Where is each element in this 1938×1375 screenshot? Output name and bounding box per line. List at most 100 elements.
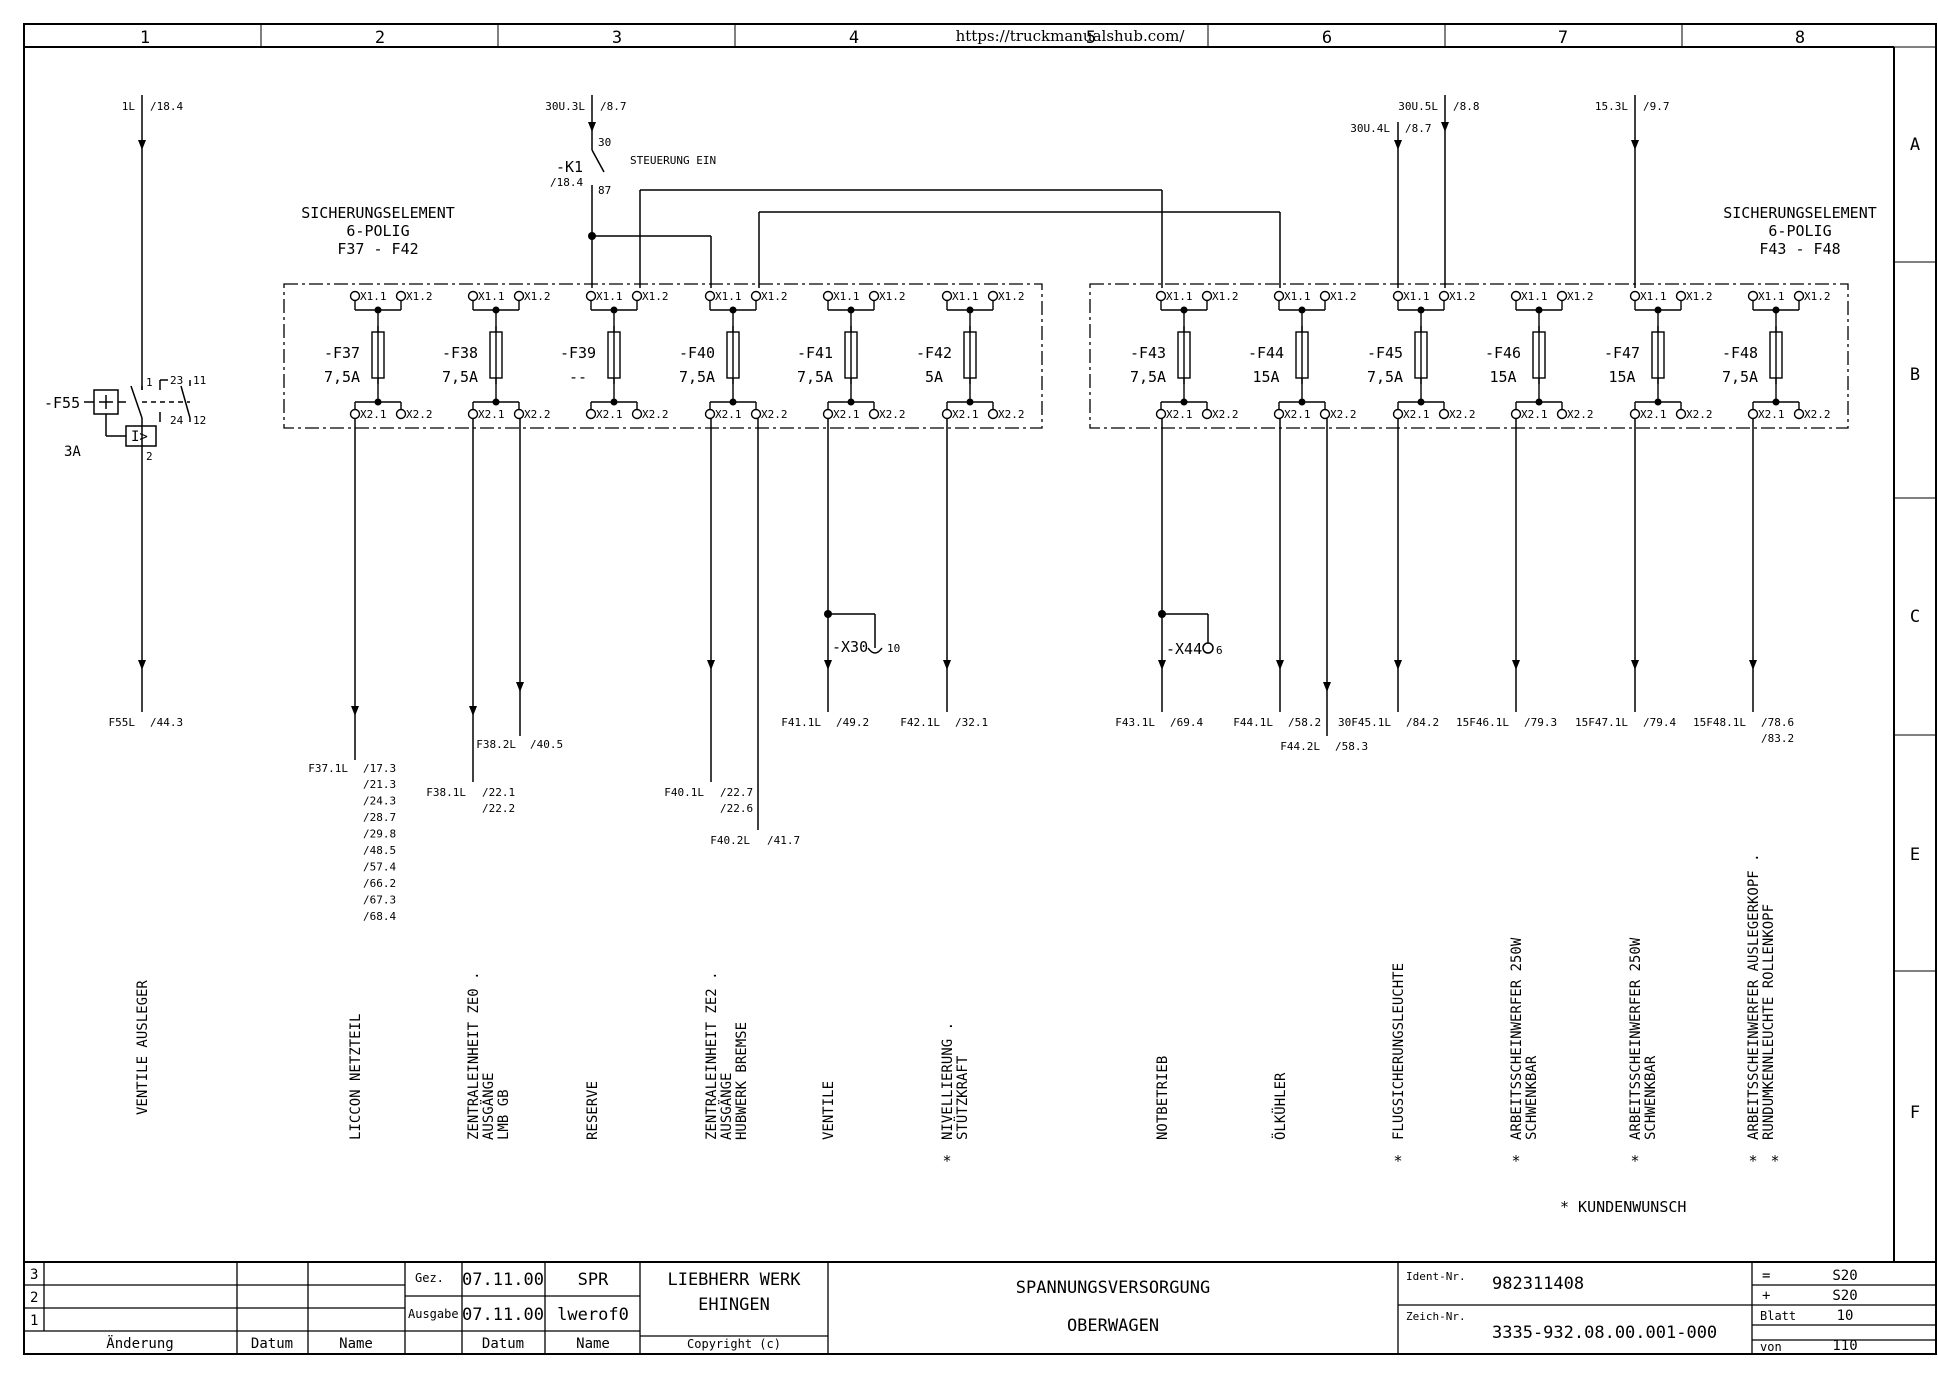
terminal-label: X1.2 — [1330, 290, 1357, 303]
output-ref: /41.7 — [767, 834, 800, 847]
function-label: ZENTRALEINHEIT ZE2 . — [704, 971, 720, 1140]
terminal-circle — [1273, 290, 1285, 302]
output-ref: /44.3 — [150, 716, 183, 729]
f37-reference-list: /21.3/24.3/28.7/29.8/48.5/57.4/66.2/67.3… — [363, 778, 396, 923]
terminal-circle — [1273, 408, 1285, 420]
col-label: 6 — [1322, 28, 1332, 48]
breaker-pin: 24 — [170, 414, 184, 427]
terminal-label: X2.1 — [596, 408, 623, 421]
output-ref: /78.6 — [1761, 716, 1794, 729]
block-caption: 6-POLIG — [1768, 222, 1831, 240]
drawing-title-1: SPANNUNGSVERSORGUNG — [1016, 1278, 1210, 1298]
output-label: 15F47.1L — [1575, 716, 1628, 729]
terminal-circle — [1747, 290, 1759, 302]
terminal-circle — [1392, 290, 1404, 302]
breaker-pin: 2 — [146, 450, 153, 463]
output-ref: /49.2 — [836, 716, 869, 729]
function-label: NOTBETRIEB — [1155, 1056, 1171, 1140]
junction-dot — [847, 306, 855, 314]
terminal-circle — [941, 408, 953, 420]
connector-pin: 10 — [887, 642, 900, 655]
fuse-name: -F48 — [1722, 344, 1758, 362]
legend-kundenwunsch: * KUNDENWUNSCH — [1560, 1198, 1686, 1216]
terminal-label: X2.2 — [1804, 408, 1831, 421]
terminal-circle — [1201, 408, 1213, 420]
col-label: 7 — [1558, 28, 1568, 48]
junction-dot — [1772, 398, 1780, 406]
breaker-pin: 23 — [170, 374, 183, 387]
col-label: 2 — [375, 28, 385, 48]
terminal-label: X2.2 — [406, 408, 433, 421]
output-label: 15F46.1L — [1456, 716, 1509, 729]
function-label: VENTILE — [821, 1081, 837, 1140]
terminal-label: X1.1 — [1403, 290, 1430, 303]
function-label: AUSGÄNGE — [717, 1073, 735, 1140]
output-label: F37.1L — [308, 762, 348, 775]
terminal-circle — [585, 290, 597, 302]
revision-index: 1 — [30, 1313, 38, 1329]
terminal-circle — [987, 290, 999, 302]
terminal-label: X1.2 — [1686, 290, 1713, 303]
relay-function: STEUERUNG EIN — [630, 154, 716, 167]
terminal-label: X1.2 — [1804, 290, 1831, 303]
junction-dot — [1535, 306, 1543, 314]
terminal-label: X2.2 — [524, 408, 551, 421]
option-star: * — [1511, 1152, 1520, 1170]
terminal-circle — [513, 290, 525, 302]
gez-name: SPR — [578, 1270, 609, 1290]
output-ref: /22.7 — [720, 786, 753, 799]
junction-dot — [1417, 306, 1425, 314]
terminal-label: X2.1 — [1640, 408, 1667, 421]
terminal-circle — [704, 290, 716, 302]
header-aenderung: Änderung — [106, 1334, 173, 1352]
output-label: F40.2L — [710, 834, 750, 847]
function-label: NIVELLIERUNG . — [940, 1022, 956, 1140]
terminal-label: X1.2 — [1567, 290, 1594, 303]
terminal-label: X1.2 — [998, 290, 1025, 303]
terminal-circle — [1201, 290, 1213, 302]
terminal-label: X2.1 — [360, 408, 387, 421]
row-label: C — [1910, 607, 1920, 627]
function-label: VENTILE AUSLEGER — [135, 980, 151, 1115]
label-gez: Gez. — [415, 1271, 444, 1285]
terminal-label: X1.2 — [879, 290, 906, 303]
terminal-circle — [868, 408, 880, 420]
drawing-title-2: OBERWAGEN — [1067, 1316, 1159, 1336]
watermark-url[interactable]: https://truckmanualshub.com/ — [956, 27, 1186, 45]
fuse-rating: 7,5A — [324, 368, 360, 386]
terminal-circle — [467, 290, 479, 302]
blatt-value: 10 — [1837, 1308, 1854, 1324]
terminal-label: X2.1 — [1521, 408, 1548, 421]
junction-dot — [966, 398, 974, 406]
breaker-pin: 12 — [193, 414, 206, 427]
fuse-rating: 15A — [1489, 368, 1516, 386]
output-label: F38.2L — [476, 738, 516, 751]
relay-name: -K1 — [556, 158, 583, 176]
fuse-rating: 7,5A — [442, 368, 478, 386]
f37-ref: /66.2 — [363, 877, 396, 890]
output-ref: /58.2 — [1288, 716, 1321, 729]
col-label: 5 — [1086, 28, 1096, 48]
output-ref: /22.2 — [482, 802, 515, 815]
row-label: A — [1910, 135, 1920, 155]
terminal-circle — [585, 408, 597, 420]
terminal-label: X1.2 — [406, 290, 433, 303]
function-label: ARBEITSSCHEINWERFER 250W — [1509, 937, 1525, 1140]
output-label: F43.1L — [1115, 716, 1155, 729]
f37-ref: /68.4 — [363, 910, 396, 923]
fuse-name: -F45 — [1367, 344, 1403, 362]
junction-dot — [1417, 398, 1425, 406]
junction-dot — [1654, 306, 1662, 314]
header-datum: Datum — [251, 1336, 293, 1352]
terminal-label: X2.2 — [998, 408, 1025, 421]
output-label: F44.1L — [1233, 716, 1273, 729]
terminal-label: X2.1 — [1166, 408, 1193, 421]
connector-name: -X44 — [1166, 640, 1202, 658]
junction-dot — [1298, 398, 1306, 406]
